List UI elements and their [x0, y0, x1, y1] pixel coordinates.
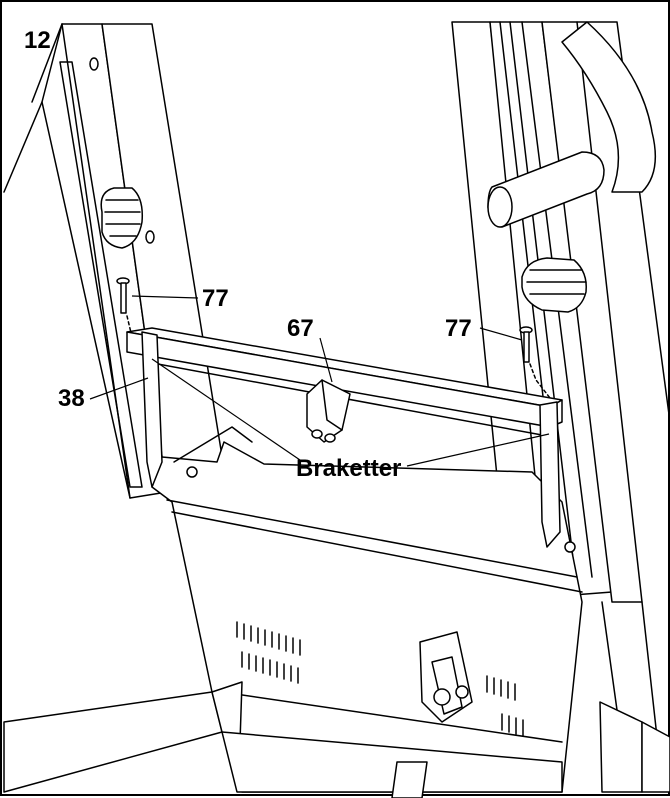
leader-pin-left — [131, 295, 199, 299]
bracket-left — [141, 331, 163, 488]
callout-77-right: 77 — [445, 315, 472, 342]
bracket-right — [539, 401, 561, 548]
callout-77-left: 77 — [202, 285, 229, 312]
leader-lines — [89, 295, 550, 467]
base-frame — [3, 681, 670, 798]
callout-38: 38 — [58, 385, 85, 412]
hole — [145, 230, 155, 244]
left-knob — [100, 187, 144, 249]
handlebar — [487, 21, 657, 228]
leader-upright-38 — [89, 377, 149, 400]
step-number: 12 — [24, 27, 51, 54]
hole — [89, 57, 99, 71]
hole — [186, 466, 198, 478]
vent-slots — [236, 621, 524, 737]
center-latch — [419, 631, 473, 723]
part-67 — [306, 379, 351, 443]
left-upright — [3, 23, 228, 499]
crossbar — [126, 327, 563, 436]
leader-pin-right — [479, 327, 523, 341]
leader-part-67 — [319, 337, 333, 383]
hole — [564, 541, 576, 553]
leader-brackets-right — [406, 433, 550, 467]
callout-braketter: Braketter — [296, 455, 401, 482]
callout-67: 67 — [287, 315, 314, 342]
leader-brackets-left — [151, 358, 301, 461]
right-knob — [521, 257, 587, 313]
